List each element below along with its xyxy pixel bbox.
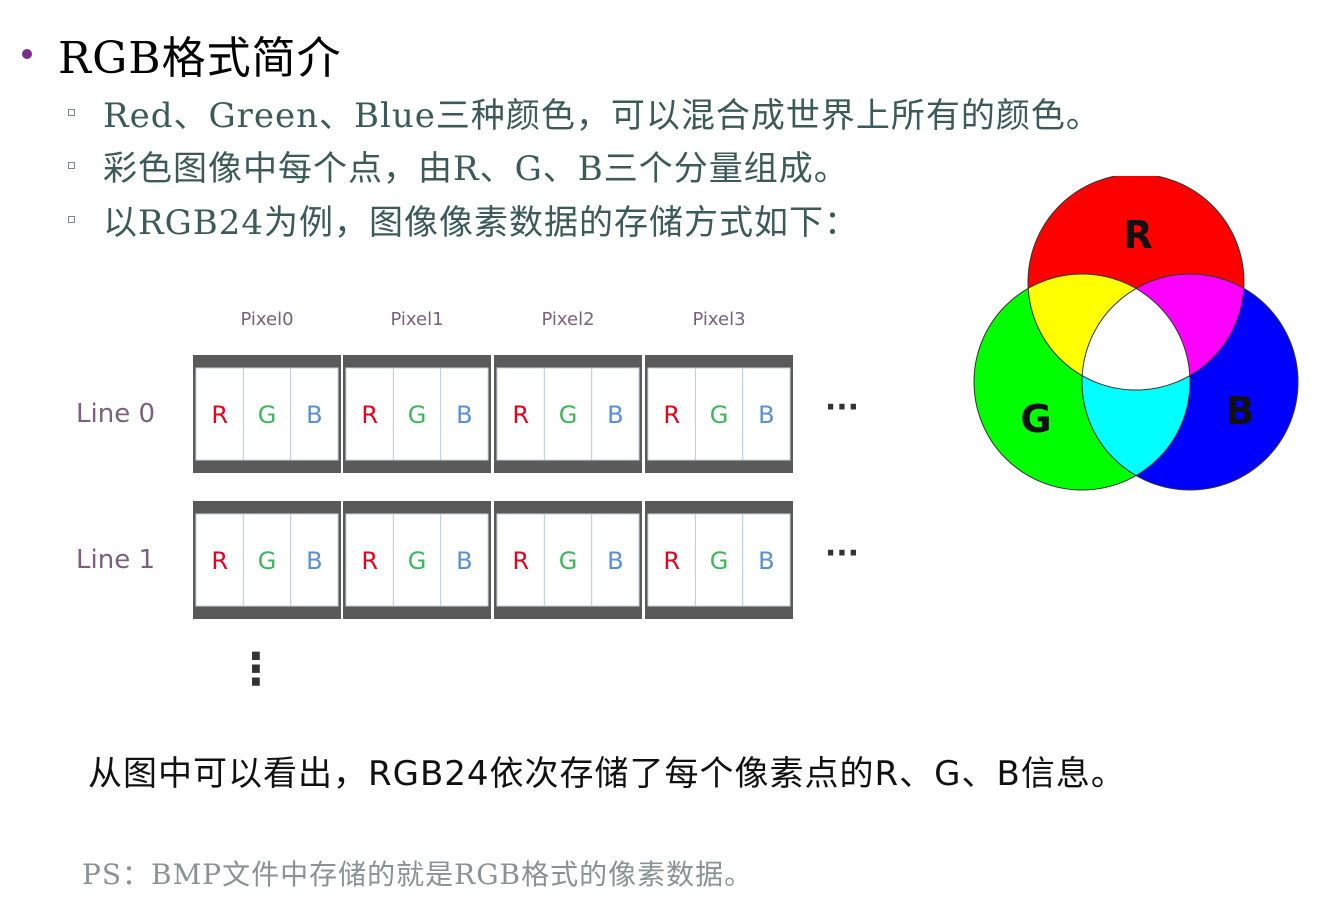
square-bullet-icon [68, 109, 75, 116]
channel-label: B [306, 547, 322, 575]
venn-label-r: R [1123, 213, 1152, 257]
pixel-block [496, 513, 640, 607]
pixel-block [345, 367, 489, 461]
venn-outline [1027, 176, 1245, 391]
channel-label: B [456, 547, 472, 575]
horizontal-ellipsis: ··· [825, 390, 859, 425]
channel-label: R [512, 547, 529, 575]
channel-label: G [710, 401, 729, 429]
horizontal-ellipsis: ··· [825, 536, 859, 571]
bullet-text: 彩色图像中每个点，由R、G、B三个分量组成。 [103, 149, 849, 189]
square-bullet-icon [68, 162, 75, 169]
channel-label: G [258, 401, 277, 429]
pixel-block [496, 367, 640, 461]
title-bullet [22, 49, 32, 59]
pixel-block [195, 367, 339, 461]
channel-label: R [211, 401, 228, 429]
channel-label: B [607, 547, 623, 575]
bullet-text: Red、Green、Blue三种颜色，可以混合成世界上所有的颜色。 [103, 96, 1101, 136]
channel-label: B [306, 401, 322, 429]
channel-label: R [361, 547, 378, 575]
channel-label: G [258, 547, 277, 575]
channel-label: G [559, 401, 578, 429]
channel-label: B [607, 401, 623, 429]
pixel-label: Pixel0 [240, 309, 293, 330]
pixel-block [647, 513, 791, 607]
title-row: RGB格式简介 [22, 22, 342, 86]
pixel-label: Pixel2 [541, 309, 594, 330]
channel-label: R [211, 547, 228, 575]
pixel-block [345, 513, 489, 607]
pixel-block [647, 367, 791, 461]
channel-label: G [559, 547, 578, 575]
venn-white-center [1082, 274, 1190, 390]
bullet-item: 彩色图像中每个点，由R、G、B三个分量组成。 [68, 141, 849, 190]
channel-label: R [663, 401, 680, 429]
venn-label-g: G [1020, 397, 1051, 441]
page-title: RGB格式简介 [58, 33, 342, 84]
bullet-item: 以RGB24为例，图像像素数据的存储方式如下： [68, 195, 859, 244]
ps-note: PS：BMP文件中存储的就是RGB格式的像素数据。 [82, 858, 754, 891]
channel-label: B [758, 401, 774, 429]
square-bullet-icon [68, 216, 75, 223]
conclusion-text: 从图中可以看出，RGB24依次存储了每个像素点的R、G、B信息。 [88, 754, 1126, 794]
channel-label: R [512, 401, 529, 429]
venn-label-b: B [1226, 389, 1255, 433]
venn-outline [973, 273, 1191, 491]
pixel-block [195, 513, 339, 607]
channel-label: G [408, 547, 427, 575]
channel-label: B [758, 547, 774, 575]
channel-label: B [456, 401, 472, 429]
bullet-text: 以RGB24为例，图像像素数据的存储方式如下： [103, 203, 860, 243]
channel-label: R [361, 401, 378, 429]
vertical-ellipsis: ⋮ [234, 644, 278, 695]
channel-label: G [710, 547, 729, 575]
rgb-venn-diagram: R G B [973, 176, 1299, 491]
channel-label: R [663, 547, 680, 575]
line-label: Line 0 [76, 399, 155, 429]
channel-label: G [408, 401, 427, 429]
bullet-item: Red、Green、Blue三种颜色，可以混合成世界上所有的颜色。 [68, 88, 1101, 137]
pixel-label: Pixel1 [390, 309, 443, 330]
venn-outline [1081, 273, 1299, 491]
line-label: Line 1 [76, 545, 155, 575]
pixel-label: Pixel3 [692, 309, 745, 330]
